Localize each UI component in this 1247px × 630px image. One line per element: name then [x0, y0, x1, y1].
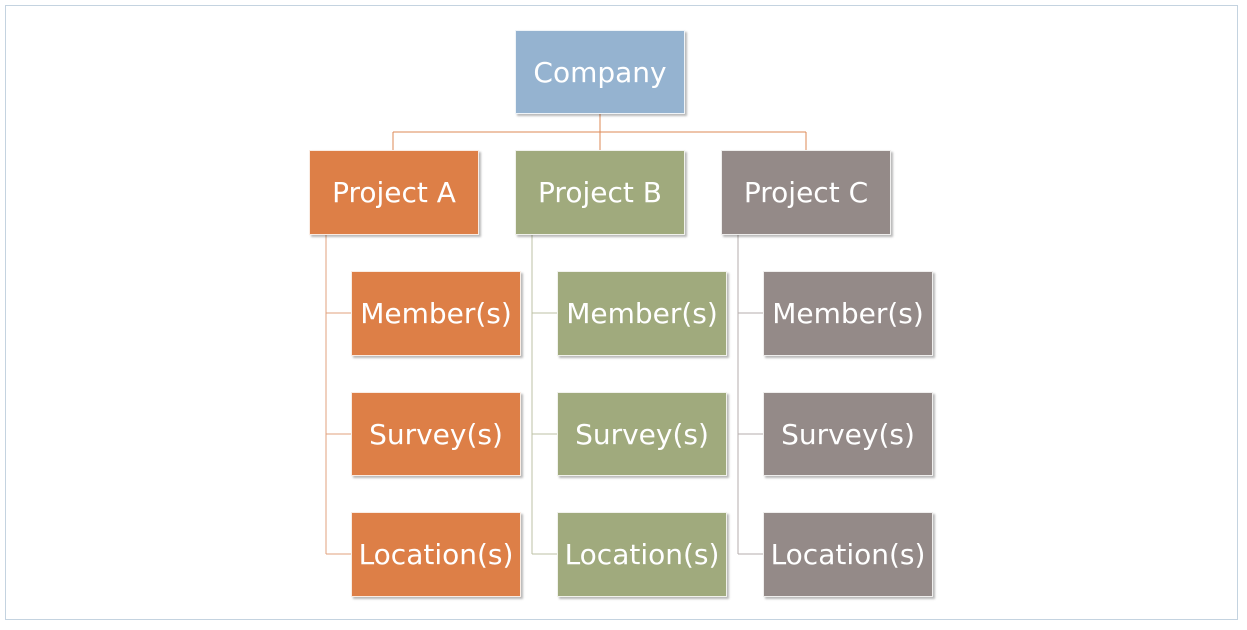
project-c-locations-node[interactable]: Location(s)	[763, 512, 933, 597]
project-c-node[interactable]: Project C	[721, 150, 891, 235]
project-b-members-label: Member(s)	[566, 297, 718, 330]
project-a-members-node[interactable]: Member(s)	[351, 271, 521, 356]
project-b-locations-node[interactable]: Location(s)	[557, 512, 727, 597]
company-node-label: Company	[533, 55, 667, 89]
project-b-members-node[interactable]: Member(s)	[557, 271, 727, 356]
project-a-locations-node[interactable]: Location(s)	[351, 512, 521, 597]
project-b-surveys-node[interactable]: Survey(s)	[557, 392, 727, 476]
project-a-members-label: Member(s)	[360, 297, 512, 330]
company-node[interactable]: Company	[515, 30, 685, 114]
project-c-locations-label: Location(s)	[770, 538, 926, 571]
project-c-label: Project C	[743, 176, 869, 209]
project-b-surveys-label: Survey(s)	[575, 417, 709, 451]
project-c-surveys-label: Survey(s)	[781, 417, 915, 451]
project-c-members-node[interactable]: Member(s)	[763, 271, 933, 356]
project-a-surveys-label: Survey(s)	[369, 417, 503, 451]
project-a-node[interactable]: Project A	[309, 150, 479, 235]
project-b-node[interactable]: Project B	[515, 150, 685, 235]
project-c-surveys-node[interactable]: Survey(s)	[763, 392, 933, 476]
project-a-surveys-node[interactable]: Survey(s)	[351, 392, 521, 476]
project-a-label: Project A	[332, 176, 456, 209]
project-b-label: Project B	[538, 176, 662, 209]
project-b-locations-label: Location(s)	[564, 538, 720, 571]
project-c-members-label: Member(s)	[772, 297, 924, 330]
project-a-locations-label: Location(s)	[358, 538, 514, 571]
